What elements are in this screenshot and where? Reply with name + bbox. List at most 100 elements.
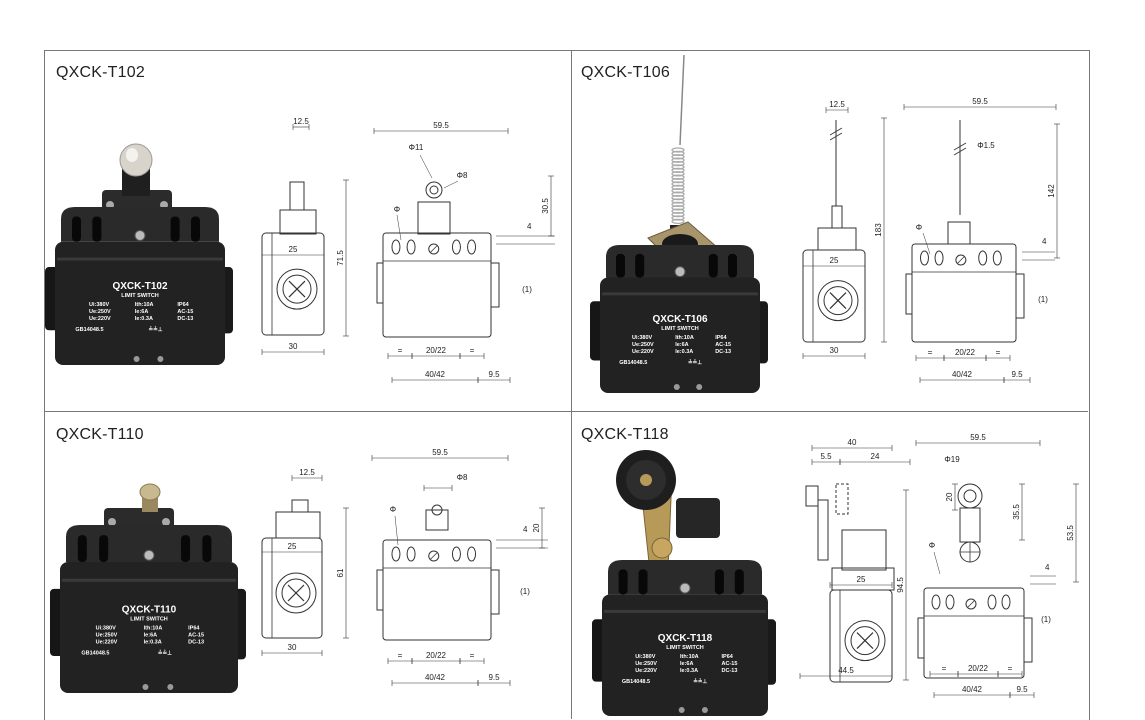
outline — [947, 221, 971, 245]
dimension-label: 44.5 — [838, 666, 854, 675]
outline — [490, 569, 500, 615]
label-sub: LIMIT SWITCH — [666, 645, 704, 651]
dimension-label: 53.5 — [1066, 525, 1075, 541]
label-spec: DC-13 — [177, 316, 193, 322]
label-spec: DC-13 — [715, 349, 731, 355]
terminal-slot — [77, 535, 87, 562]
dimension-label: 61 — [336, 568, 345, 577]
dimension-label: 4 — [1045, 563, 1050, 572]
dimension-label: = — [398, 651, 403, 660]
label-spec: Ie:6A — [144, 632, 157, 638]
dimension-label: 4 — [527, 222, 532, 231]
dimension-label: Φ — [916, 223, 922, 232]
dimension-label: 30.5 — [541, 198, 550, 214]
head-block — [676, 498, 720, 538]
dimension-label: 71.5 — [336, 250, 345, 266]
line — [922, 232, 931, 255]
slot — [934, 250, 944, 266]
dimension-label: = — [928, 348, 933, 357]
head-screw — [108, 518, 116, 526]
outline — [831, 205, 843, 229]
slot — [931, 594, 941, 610]
label-spec: Ith:10A — [675, 335, 694, 341]
dimension-label: (1) — [520, 587, 530, 596]
terminal-slot — [191, 216, 200, 242]
dimension-label: 9.5 — [1011, 370, 1023, 379]
dimension-label: Φ — [929, 541, 935, 550]
dimension-label: 94.5 — [896, 577, 905, 593]
dimension-label: 35.5 — [1012, 504, 1021, 520]
roller-axle — [640, 474, 652, 486]
line — [953, 147, 967, 156]
terminal-slot — [99, 535, 109, 562]
outline — [417, 201, 451, 235]
dimension-label: 142 — [1047, 184, 1056, 198]
label-spec: AC-15 — [188, 632, 204, 638]
line — [430, 245, 438, 253]
dimension-label: Φ8 — [457, 473, 468, 482]
dimension-label: 12.5 — [293, 117, 309, 126]
center-screw — [134, 229, 146, 241]
dimension-label: 12.5 — [829, 100, 845, 109]
circle — [425, 181, 443, 199]
label-spec: Ue:250V — [96, 632, 118, 638]
label-spec: Ith:10A — [144, 625, 163, 631]
circle — [275, 572, 317, 614]
dimension-label: 25 — [288, 542, 297, 551]
terminal-slot — [202, 535, 212, 562]
label-sub: LIMIT SWITCH — [121, 293, 159, 299]
label-spec: Ue:250V — [632, 342, 654, 348]
line — [419, 154, 433, 179]
dimension-label: Φ — [394, 205, 400, 214]
dimension-label: 30 — [830, 346, 839, 355]
label-spec: Ue:220V — [635, 668, 657, 674]
outline — [425, 509, 449, 531]
head-screw — [162, 518, 170, 526]
bottom-screw — [673, 384, 680, 390]
line — [394, 515, 399, 546]
slot — [391, 546, 401, 562]
dimension-label: 40/42 — [425, 370, 446, 379]
terminal-slot — [728, 253, 737, 278]
label-spec: Ie:0.3A — [680, 668, 698, 674]
cell-title-t110: QXCK-T110 — [56, 426, 144, 443]
line — [829, 132, 843, 141]
dimension-label: 40/42 — [425, 673, 446, 682]
label-symbol: ≟≟⊥ — [158, 648, 172, 656]
label-model: QXCK-T110 — [122, 604, 177, 615]
label-spec: IP64 — [722, 654, 734, 660]
label-spec: Ith:10A — [680, 654, 699, 660]
slot — [391, 239, 401, 255]
line — [288, 280, 306, 298]
label-sub: LIMIT SWITCH — [130, 616, 168, 622]
circle — [965, 598, 977, 610]
label-model: QXCK-T106 — [652, 314, 707, 325]
grid-frame — [44, 50, 1090, 720]
dimension-label: 59.5 — [970, 433, 986, 442]
slot — [451, 239, 461, 255]
label-spec: Ui:380V — [96, 625, 117, 631]
dimension-label: = — [470, 346, 475, 355]
slot — [1001, 594, 1011, 610]
circle — [817, 280, 859, 322]
dimension-label: 24 — [871, 452, 880, 461]
outline — [1023, 617, 1033, 663]
outline — [905, 273, 913, 315]
label-standard: GB14048.5 — [619, 360, 647, 366]
dimension-label: 25 — [830, 256, 839, 265]
lever-bolt — [651, 537, 673, 559]
dimension-label: 12.5 — [299, 468, 315, 477]
line — [967, 600, 975, 608]
dimension-label: 9.5 — [488, 370, 500, 379]
dimension-label: = — [942, 664, 947, 673]
circle — [281, 578, 311, 608]
outline — [1015, 273, 1025, 319]
center-screw — [679, 582, 691, 594]
outline — [917, 617, 925, 659]
label-symbol: ≟≟⊥ — [688, 358, 702, 366]
label-spec: Ue:220V — [89, 316, 111, 322]
dimension-label: 59.5 — [432, 448, 448, 457]
outline — [959, 507, 981, 543]
